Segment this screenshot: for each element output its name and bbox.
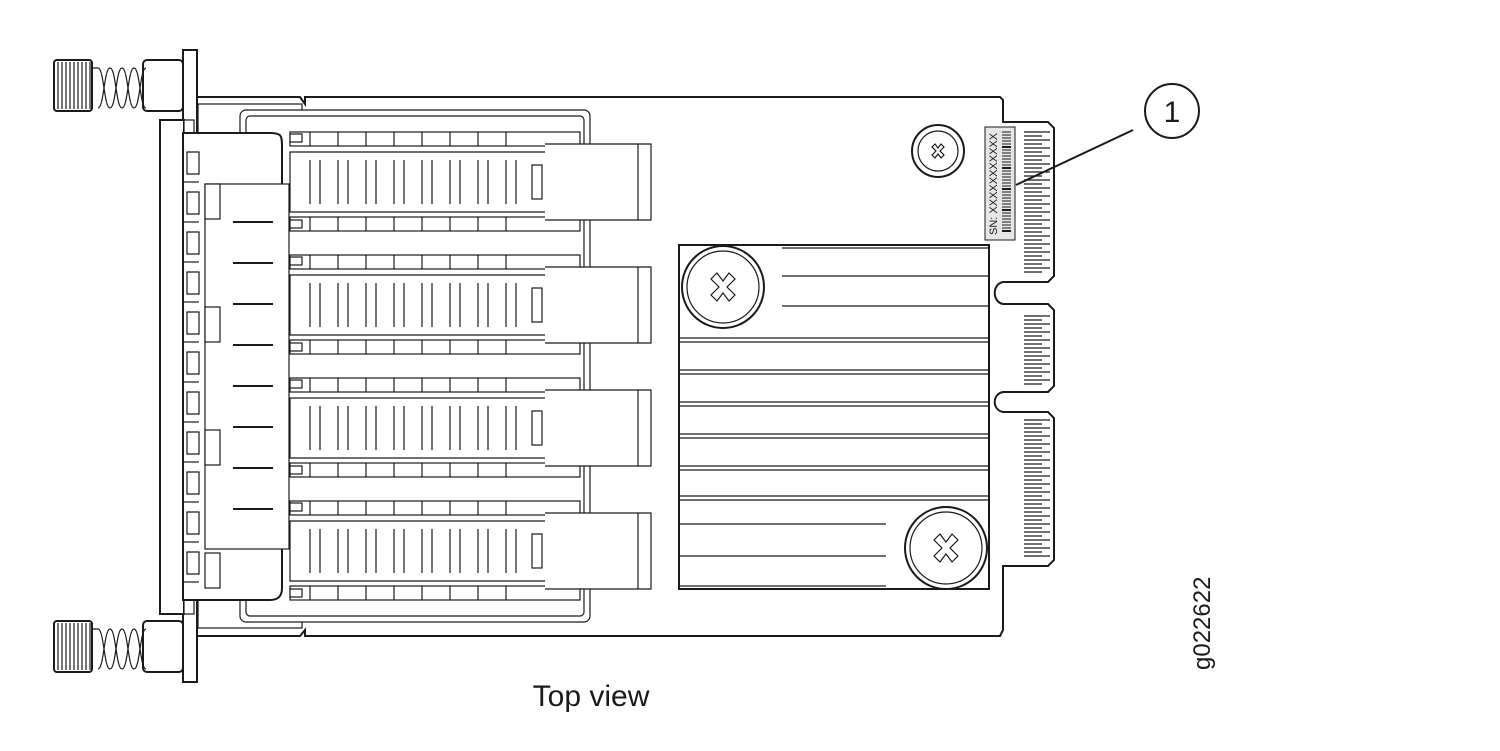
port bbox=[289, 500, 652, 601]
cage-tab bbox=[186, 431, 200, 455]
cage-tab bbox=[186, 391, 200, 415]
cage-tab bbox=[186, 271, 200, 295]
port-strip-bottom bbox=[289, 585, 581, 601]
port-clip bbox=[289, 342, 303, 352]
port-cage bbox=[182, 132, 290, 601]
cage-tab bbox=[186, 191, 200, 215]
port bbox=[289, 377, 652, 478]
port-clip bbox=[289, 379, 303, 389]
port-clip bbox=[289, 133, 303, 143]
port-strip-top bbox=[289, 377, 581, 393]
heat-sink-screw-bottom bbox=[904, 506, 988, 590]
port-clip bbox=[289, 502, 303, 512]
cage-tab bbox=[186, 471, 200, 495]
port-group bbox=[289, 131, 652, 601]
cage-tab bbox=[186, 351, 200, 375]
port-window bbox=[531, 533, 543, 569]
latch-step bbox=[204, 429, 221, 466]
port-clip bbox=[289, 256, 303, 266]
cage-tab bbox=[186, 311, 200, 335]
port-window bbox=[531, 164, 543, 200]
latch-step bbox=[204, 552, 221, 589]
port-strip-bottom bbox=[289, 216, 581, 232]
heat-sink-screw-top bbox=[681, 245, 765, 329]
cage-tab bbox=[186, 231, 200, 255]
port bbox=[289, 131, 652, 232]
callout-number: 1 bbox=[1164, 96, 1181, 129]
port-strip-bottom bbox=[289, 339, 581, 355]
pull-tab bbox=[545, 512, 652, 590]
captive-screw-top bbox=[53, 59, 184, 112]
latch-step bbox=[204, 183, 221, 220]
serial-number-label: SN: XXXXXXXXXXX bbox=[984, 126, 1016, 241]
view-caption: Top view bbox=[533, 680, 650, 713]
cage-tab bbox=[186, 511, 200, 535]
board-screw-small bbox=[911, 124, 965, 178]
port-window bbox=[531, 410, 543, 446]
port-clip bbox=[289, 219, 303, 229]
port-clip bbox=[289, 588, 303, 598]
latch-step bbox=[204, 306, 221, 343]
pull-tab bbox=[545, 389, 652, 467]
pull-tab bbox=[545, 143, 652, 221]
cage-tab bbox=[186, 151, 200, 175]
edge-connector-fingers bbox=[1024, 131, 1050, 557]
port-window bbox=[531, 287, 543, 323]
serial-number-text: SN: XXXXXXXXXXX bbox=[988, 132, 1000, 235]
cage-tab bbox=[186, 551, 200, 575]
port-strip-top bbox=[289, 131, 581, 147]
port-strip-top bbox=[289, 500, 581, 516]
pull-tab bbox=[545, 266, 652, 344]
callout-1: 1 bbox=[1015, 83, 1200, 186]
figure-id: g022622 bbox=[1189, 577, 1216, 670]
port bbox=[289, 254, 652, 355]
captive-screw-bottom bbox=[53, 620, 184, 673]
port-clip bbox=[289, 465, 303, 475]
port-strip-bottom bbox=[289, 462, 581, 478]
port-strip-top bbox=[289, 254, 581, 270]
